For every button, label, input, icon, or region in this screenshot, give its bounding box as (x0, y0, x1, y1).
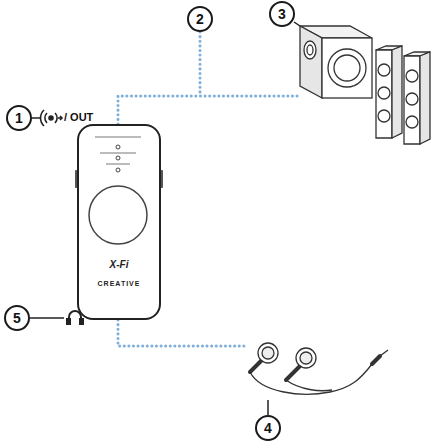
headphone-symbol (67, 311, 83, 324)
device-details (75, 136, 163, 244)
callout-circle: 2 (187, 6, 213, 32)
callout-circle: 4 (255, 415, 281, 441)
callout-circle: 5 (4, 305, 30, 331)
callout-number: 4 (264, 421, 272, 435)
callout-number: 2 (196, 12, 204, 26)
brand-text: CREATIVE (79, 280, 159, 287)
callout-number: 1 (15, 111, 23, 125)
audio-out-symbol (41, 110, 62, 126)
callout-circle: 1 (6, 105, 32, 131)
callout-circle: 3 (269, 1, 295, 27)
cable-line (118, 32, 300, 346)
logo-text: X-Fi (79, 259, 159, 270)
leader-line (30, 22, 306, 415)
port-label: / OUT (64, 111, 93, 123)
callout-number: 3 (278, 7, 286, 21)
callout-number: 5 (13, 311, 21, 325)
speaker-system (300, 26, 430, 144)
earphones (250, 343, 388, 394)
audio-device: X-FiCREATIVE (77, 124, 161, 320)
